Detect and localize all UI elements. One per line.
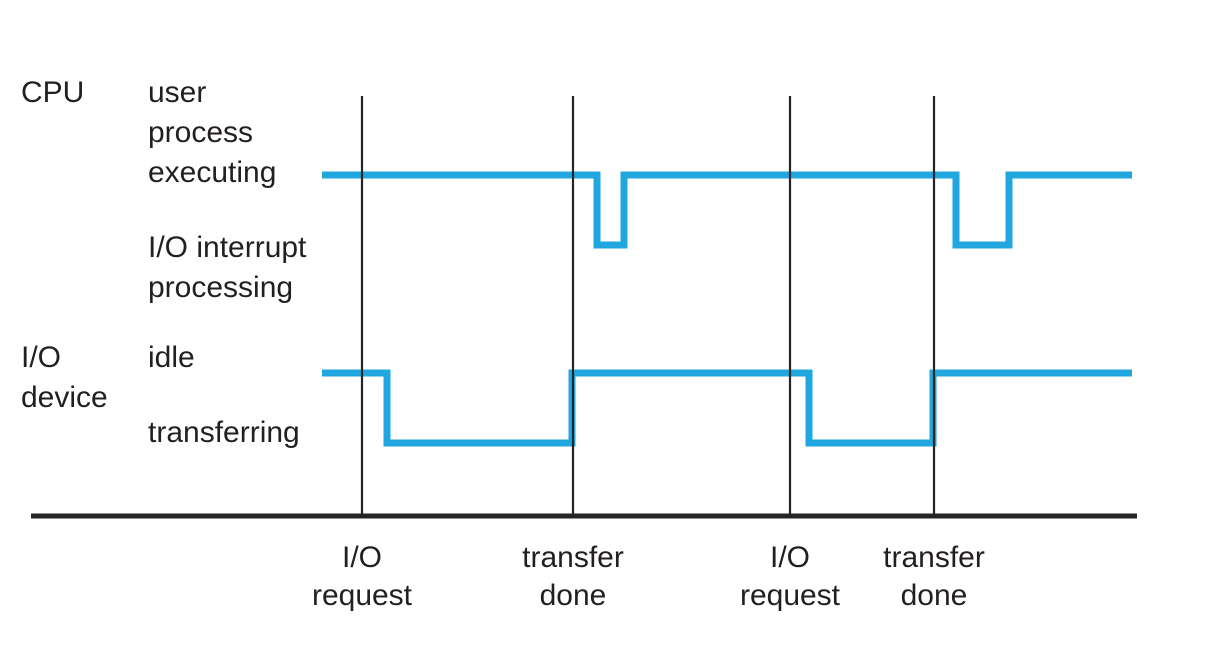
cpu-group-label: CPU: [21, 76, 85, 109]
io-state-transferring-label: transferring: [148, 416, 300, 449]
cpu-waveform: [322, 171, 1132, 249]
io-group-label: I/O device: [21, 341, 108, 414]
axis-event-label-io-request-1: I/O request: [311, 541, 413, 612]
axis-event-label-transfer-done-1: transfer done: [522, 541, 624, 612]
io-state-idle-label: idle: [148, 341, 195, 374]
cpu-state-executing-label: user process executing: [148, 76, 277, 189]
cpu-state-interrupt-label: I/O interrupt processing: [148, 231, 307, 304]
io-device-waveform: [322, 369, 1132, 447]
axis-event-label-transfer-done-2: transfer done: [883, 541, 985, 612]
axis-event-label-io-request-2: I/O request: [739, 541, 841, 612]
